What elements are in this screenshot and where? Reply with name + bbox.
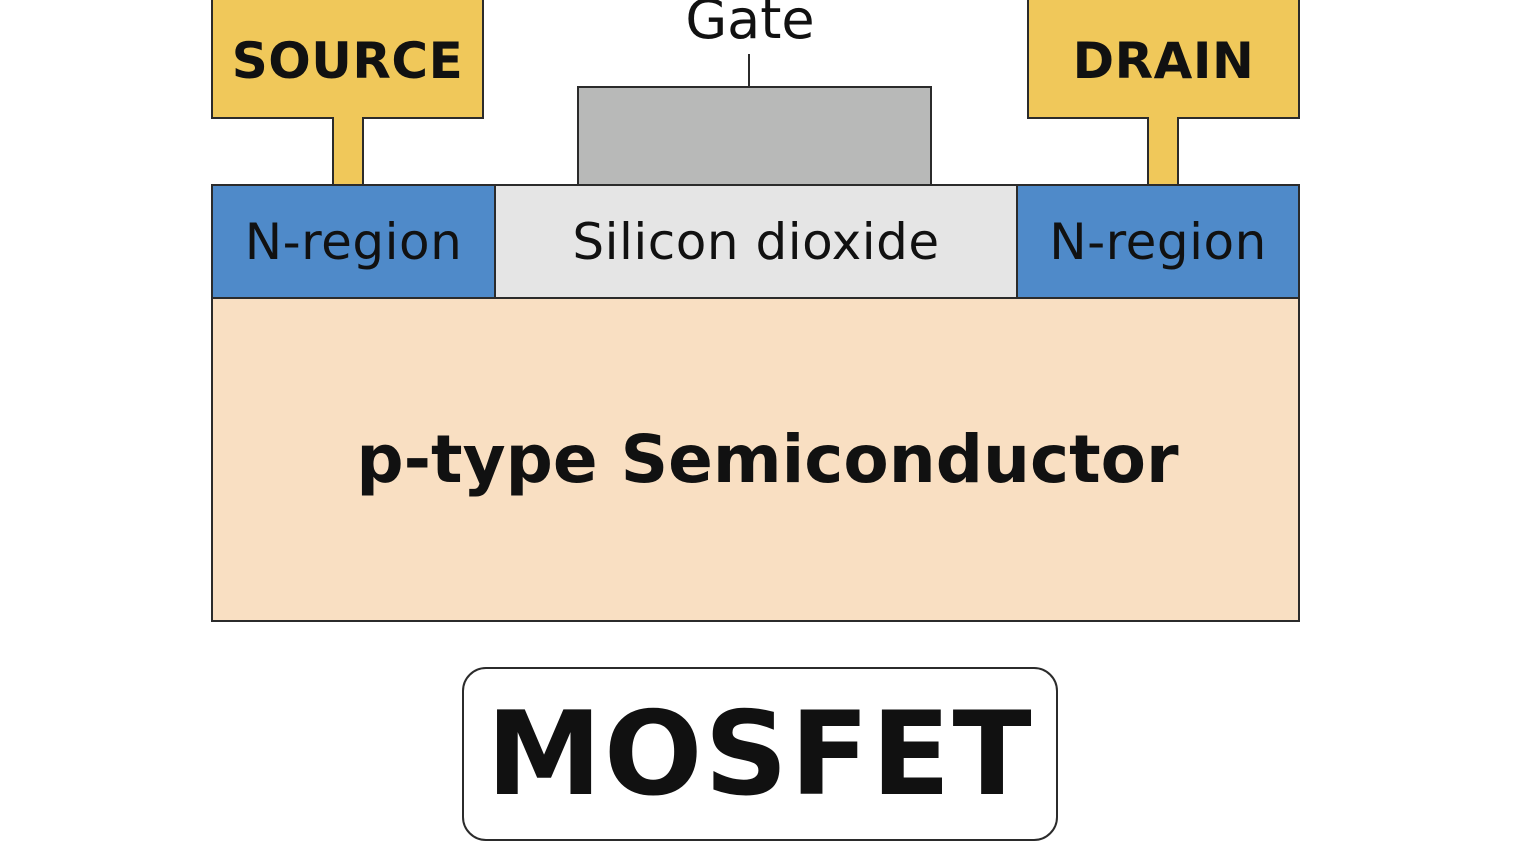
p-type-substrate: p-type Semiconductor xyxy=(211,297,1300,622)
source-terminal: SOURCE xyxy=(211,0,484,119)
title-text: MOSFET xyxy=(486,686,1034,822)
drain-n-region: N-region xyxy=(1016,184,1300,299)
source-lead xyxy=(332,117,364,186)
silicon-dioxide-layer: Silicon dioxide xyxy=(494,184,1018,299)
source-n-region: N-region xyxy=(211,184,496,299)
drain-terminal: DRAIN xyxy=(1027,0,1300,119)
substrate-label: p-type Semiconductor xyxy=(356,421,1179,498)
gate-electrode xyxy=(577,86,932,186)
gate-label: Gate xyxy=(685,0,815,51)
gate-lead xyxy=(748,54,750,88)
title-box: MOSFET xyxy=(462,667,1058,841)
drain-lead xyxy=(1147,117,1179,186)
